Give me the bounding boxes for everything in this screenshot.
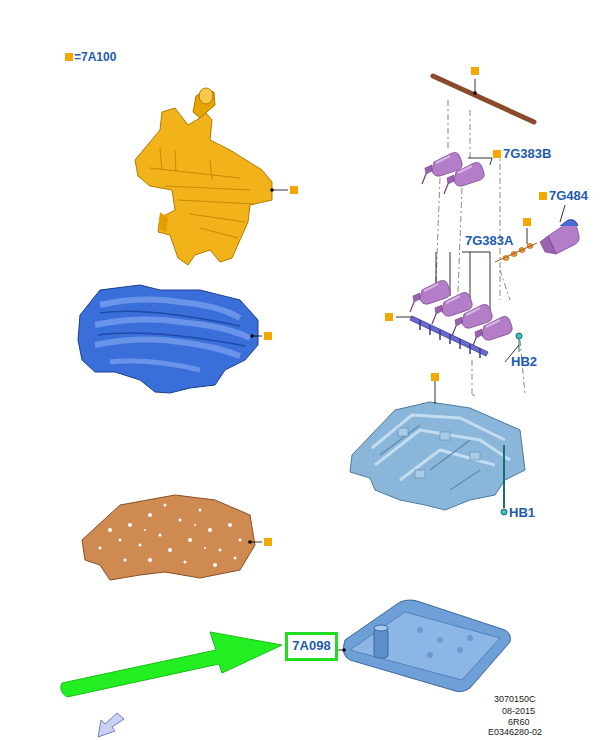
drawing-date: 08-2015 xyxy=(502,707,535,717)
drawing-code: 3070150C xyxy=(494,695,536,705)
transmission-filter xyxy=(337,600,510,692)
legend-swatch xyxy=(65,53,73,61)
legend-text: =7A100 xyxy=(74,50,116,64)
solenoid-set xyxy=(385,252,512,358)
callout-text: 7A098 xyxy=(292,639,330,653)
separator-gasket xyxy=(82,495,272,580)
main-valve-body xyxy=(78,285,272,393)
part-number: 7G383A xyxy=(465,234,513,248)
callout-box: 7A098 xyxy=(285,632,338,661)
model-code: 6R60 xyxy=(508,718,530,728)
part-number: HB2 xyxy=(511,355,537,369)
pointer-arrow xyxy=(61,632,282,697)
legend-row: =7A100 xyxy=(65,50,116,64)
lower-valve-body xyxy=(350,373,525,515)
part-number: 7G484 xyxy=(549,189,588,203)
part-number: 7G383B xyxy=(503,147,551,161)
solenoid-pair xyxy=(422,150,501,194)
drawing-code: E0346280-02 xyxy=(488,728,542,738)
nav-arrow xyxy=(98,713,124,737)
upper-valve-body xyxy=(135,88,298,265)
assembly-lines xyxy=(436,100,525,395)
part-number: HB1 xyxy=(509,506,535,520)
retaining-bar xyxy=(433,67,534,122)
